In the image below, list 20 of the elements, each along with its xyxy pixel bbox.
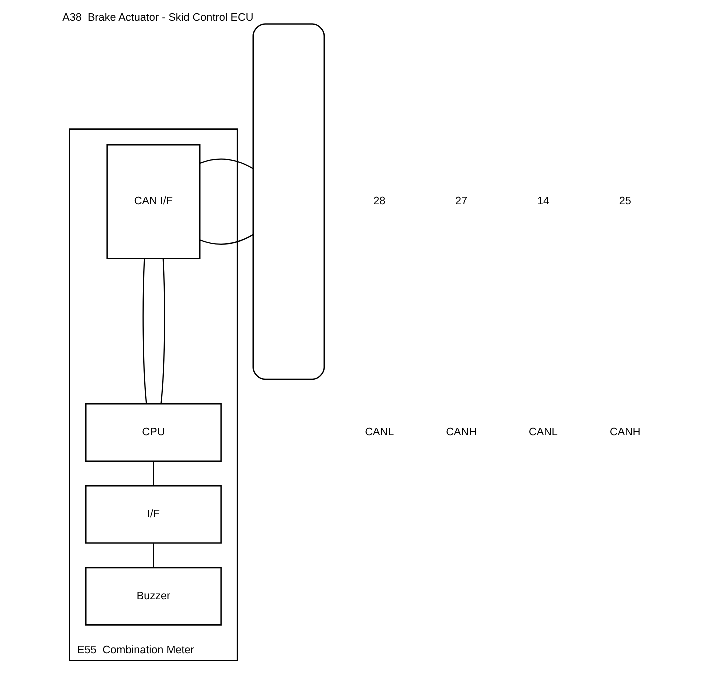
node-label: A38 Brake Actuator - Skid Control ECU	[62, 12, 254, 24]
node-box: CPU	[84, 404, 222, 462]
label: 27	[455, 196, 468, 208]
connector	[160, 258, 165, 404]
node-box: I/F	[84, 485, 222, 544]
node-box: Buzzer	[84, 567, 222, 626]
label: 28	[373, 196, 386, 208]
connector	[152, 462, 154, 486]
node-box: CAN I/F	[106, 144, 200, 260]
label: 25	[618, 196, 631, 208]
connector	[152, 544, 154, 568]
connector	[142, 258, 147, 404]
label: CANL	[364, 426, 394, 439]
label: CANH	[610, 426, 640, 439]
label: CANH	[446, 426, 476, 439]
node-box	[252, 24, 325, 380]
label: CANL	[528, 426, 558, 439]
connector	[200, 234, 253, 245]
connector	[200, 158, 253, 170]
label: 14	[536, 196, 550, 208]
